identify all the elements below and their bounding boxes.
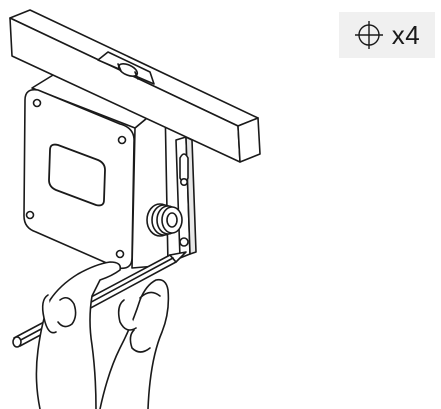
device-screw-hole [25, 210, 35, 220]
device-box [23, 71, 169, 270]
threaded-connector [146, 203, 183, 237]
device-screw-hole [117, 135, 127, 145]
hands [35, 261, 170, 409]
crosshair-mounting-icon [354, 21, 383, 49]
device-window [48, 143, 106, 207]
device-screw-hole [115, 249, 125, 259]
mounting-count-badge: x4 [339, 12, 435, 58]
spirit-level [9, 9, 261, 163]
mounting-bracket [175, 136, 197, 259]
bracket-screw-hole [180, 178, 189, 187]
device-screw-hole [32, 98, 42, 108]
bracket-screw-hole [179, 237, 189, 247]
mounting-count: x4 [391, 19, 421, 50]
